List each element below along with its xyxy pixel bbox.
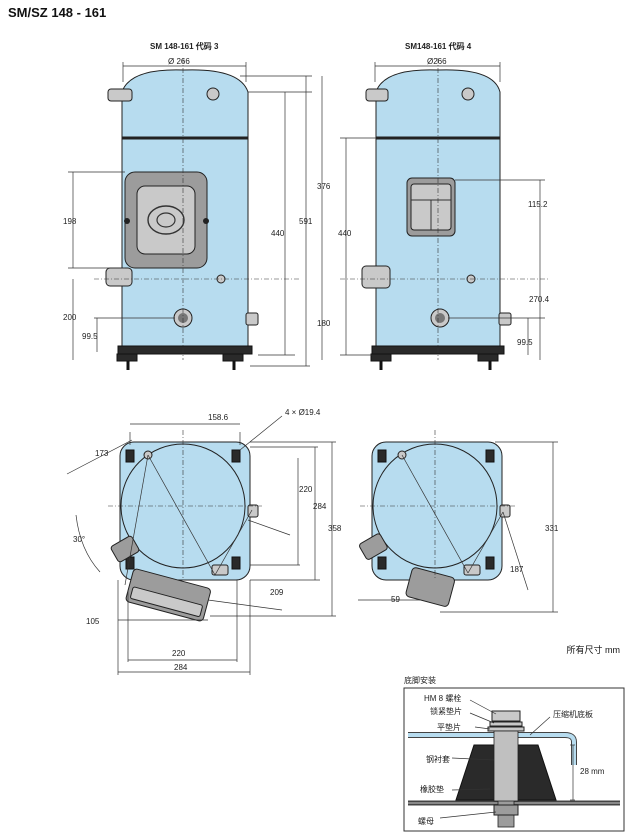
dim-284-horizontal: 284: [174, 663, 188, 672]
dim-358: 358: [328, 524, 342, 533]
label-bolt: HM 8 螺栓: [424, 693, 461, 703]
front-left-label: SM 148-161 代码 3: [150, 41, 219, 51]
dim-105: 105: [86, 617, 100, 626]
dim-158-6: 158.6: [208, 413, 229, 422]
dim-209: 209: [270, 588, 284, 597]
dim-30-deg: 30°: [73, 535, 85, 544]
compressor-dome: [121, 69, 249, 139]
discharge-fitting: [105, 267, 133, 287]
label-grommet: 橡胶垫: [420, 784, 444, 794]
dim-284-vertical: 284: [313, 502, 327, 511]
suction-fitting: [107, 88, 133, 102]
mounting-heading: 底脚安装: [404, 675, 436, 685]
dim-376: 376: [317, 182, 331, 191]
top-view-left: 158.6 4 × Ø19.4 173 30° 220 284 358 209 …: [66, 408, 342, 675]
dim-99-5: 99.5: [82, 332, 98, 341]
label-flat-washer: 平垫片: [437, 722, 461, 732]
top-view-right: 331 187 59: [358, 430, 559, 613]
label-baseplate: 压缩机底板: [553, 709, 593, 719]
terminal-box-top-right: [405, 567, 455, 607]
dim-440-left: 440: [271, 229, 285, 238]
dim-187: 187: [510, 565, 524, 574]
label-lock-washer: 锁紧垫片: [430, 706, 462, 716]
label-nut: 螺母: [418, 816, 434, 826]
lifting-ring: [206, 87, 220, 101]
front-right-diameter: Ø266: [427, 57, 447, 66]
label-gap-28mm: 28 mm: [580, 767, 605, 776]
dim-440-right: 440: [338, 229, 352, 238]
dim-220-horizontal: 220: [172, 649, 186, 658]
dim-99-5-right: 99.5: [517, 338, 533, 347]
front-right-label: SM148-161 代码 4: [405, 41, 472, 51]
base-plate: [117, 345, 253, 355]
label-steel-sleeve: 钢衬套: [426, 754, 450, 764]
front-view-right: SM148-161 代码 4 Ø266 440 115.2 270.4: [338, 41, 550, 370]
dim-198: 198: [63, 217, 77, 226]
dim-59: 59: [391, 595, 400, 604]
dim-4x-hole: 4 × Ø19.4: [285, 408, 321, 417]
units-note: 所有尺寸 mm: [566, 645, 621, 655]
mounting-detail: 底脚安装 HM 8 螺栓 锁紧垫片 平垫片 压缩机底板 钢衬套 橡胶垫 螺母 2…: [403, 675, 625, 832]
front-view-left: SM 148-161 代码 3 Ø 266 198: [63, 41, 331, 370]
dim-200: 200: [63, 313, 77, 322]
bolt-head: [491, 710, 521, 722]
dim-270-4: 270.4: [529, 295, 550, 304]
dim-331: 331: [545, 524, 559, 533]
steel-sleeve: [493, 730, 519, 802]
dim-220-vertical: 220: [299, 485, 313, 494]
dim-180: 180: [317, 319, 331, 328]
dim-591: 591: [299, 217, 313, 226]
page-title: SM/SZ 148 - 161: [8, 5, 107, 20]
front-left-diameter: Ø 266: [168, 57, 190, 66]
dim-173: 173: [95, 449, 109, 458]
dim-115-2: 115.2: [528, 200, 548, 209]
